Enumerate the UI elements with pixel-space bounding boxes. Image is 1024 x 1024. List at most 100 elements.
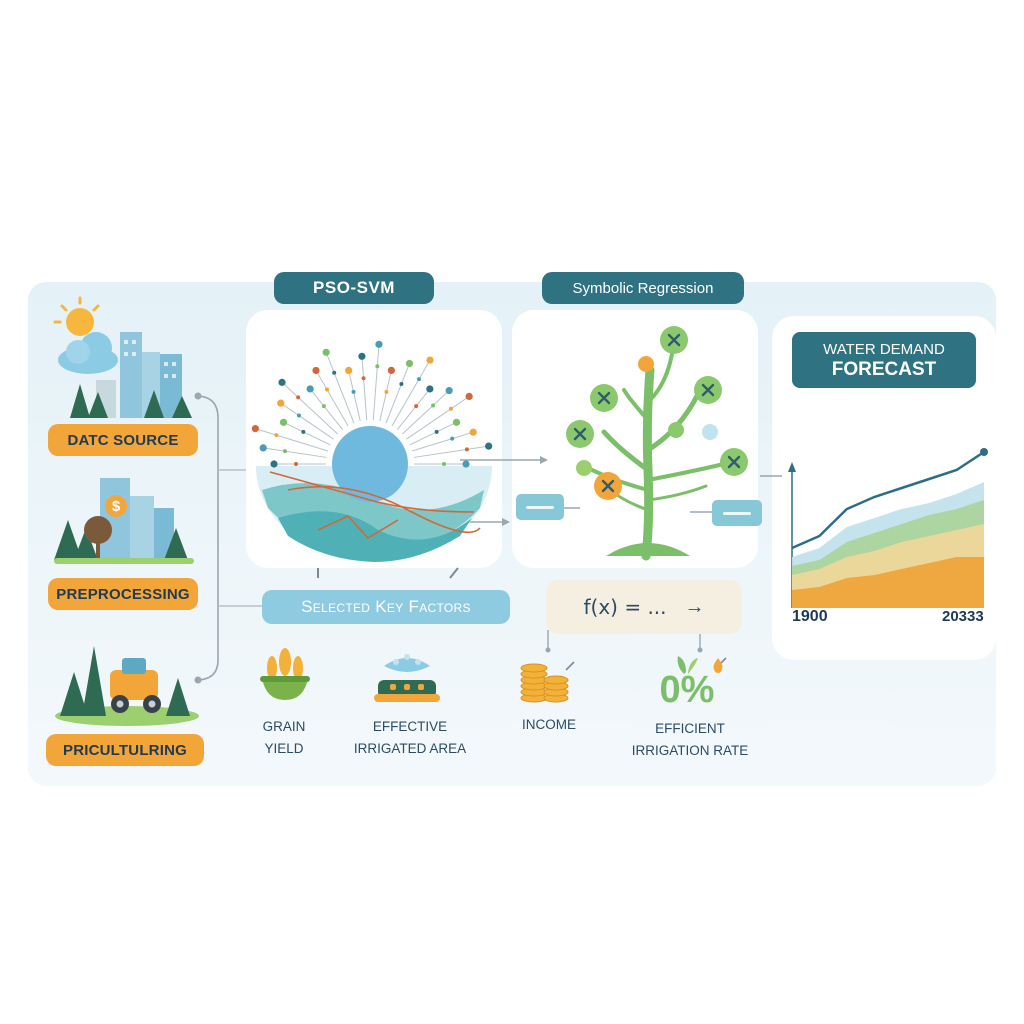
particle-dot bbox=[445, 386, 453, 395]
particle-dot bbox=[259, 444, 267, 452]
particle-dot bbox=[358, 352, 366, 360]
particle-dot bbox=[294, 462, 298, 466]
close-icon bbox=[701, 383, 715, 397]
close-icon bbox=[597, 391, 611, 405]
particle-ray bbox=[406, 395, 470, 440]
particle-dot bbox=[278, 378, 286, 386]
particle-dot bbox=[279, 418, 288, 426]
particle-dot bbox=[282, 449, 287, 454]
particle-dot bbox=[322, 348, 330, 356]
buildings-icon bbox=[96, 332, 182, 418]
tree-node bbox=[702, 424, 718, 440]
particle-ray bbox=[385, 363, 410, 424]
water-drop-icon bbox=[713, 658, 723, 673]
tree-node bbox=[668, 422, 684, 438]
particle-dot bbox=[345, 366, 353, 375]
particle-ray bbox=[361, 356, 368, 421]
close-icon bbox=[601, 479, 615, 493]
data-source-label: DATC SOURCE bbox=[48, 424, 198, 456]
particle-dot bbox=[384, 389, 389, 394]
particle-dot bbox=[251, 425, 259, 433]
particle-dot bbox=[469, 428, 477, 436]
forecast-header-line2: FORECAST bbox=[831, 358, 937, 380]
particle-dot bbox=[296, 413, 301, 418]
particle-dot bbox=[375, 364, 380, 369]
particle-dot bbox=[270, 460, 278, 468]
particle-ray bbox=[348, 370, 361, 422]
particle-dot bbox=[361, 376, 366, 381]
particle-ray bbox=[255, 428, 329, 452]
particle-dot bbox=[426, 385, 434, 393]
input-tag bbox=[516, 494, 564, 520]
close-icon bbox=[573, 427, 587, 441]
particle-dot bbox=[448, 406, 453, 411]
close-icon bbox=[667, 333, 681, 347]
particle-dot bbox=[442, 462, 446, 466]
grain-basket-icon bbox=[260, 648, 310, 700]
agriculture-label: PRICULTULRING bbox=[46, 734, 204, 766]
particle-dot bbox=[399, 381, 404, 386]
particle-ray bbox=[409, 421, 457, 446]
particle-ray bbox=[263, 447, 327, 458]
forecast-area-chart bbox=[788, 448, 988, 608]
particle-dot bbox=[301, 429, 306, 434]
particle-ray bbox=[325, 352, 355, 424]
particle-dot bbox=[351, 389, 356, 394]
particle-swarm-illustration bbox=[251, 340, 493, 562]
particle-dot bbox=[414, 404, 419, 409]
particle-ray bbox=[401, 390, 450, 435]
x-end-label: 20333 bbox=[942, 608, 984, 625]
particle-dot bbox=[274, 433, 279, 438]
particle-ray bbox=[283, 421, 331, 446]
x-start-label: 1900 bbox=[792, 608, 828, 625]
particle-ray bbox=[411, 431, 474, 452]
particle-dot bbox=[312, 366, 320, 375]
preprocessing-illustration: $ bbox=[54, 478, 194, 564]
formula-box: f(x) = ... → bbox=[546, 580, 742, 634]
particle-ray bbox=[281, 382, 339, 435]
particle-dot bbox=[306, 385, 314, 393]
particle-dot bbox=[431, 403, 436, 408]
tractor-icon bbox=[110, 658, 161, 713]
formula-arrow-icon: → bbox=[684, 595, 705, 618]
close-icon bbox=[727, 455, 741, 469]
tree-node bbox=[576, 460, 592, 476]
particle-dot bbox=[485, 442, 493, 450]
particle-dot bbox=[434, 429, 439, 434]
cloud-icon bbox=[58, 332, 118, 374]
particle-dot bbox=[325, 387, 329, 392]
forecast-header: WATER DEMAND FORECAST bbox=[792, 332, 976, 388]
tree-node bbox=[638, 356, 654, 372]
particle-dot bbox=[296, 395, 301, 400]
particle-ray bbox=[413, 445, 489, 458]
series-end-point bbox=[980, 448, 988, 456]
particle-ray bbox=[379, 370, 392, 422]
particle-dot bbox=[465, 392, 473, 401]
particle-dot bbox=[426, 356, 434, 364]
svg-text:$: $ bbox=[112, 498, 121, 515]
particle-dot bbox=[405, 359, 414, 368]
particle-dot bbox=[387, 366, 395, 375]
particle-dot bbox=[321, 404, 326, 409]
factor-income: INCOME bbox=[522, 717, 576, 732]
output-tag-lines bbox=[723, 511, 751, 515]
series-area bbox=[792, 557, 984, 608]
coins-icon bbox=[520, 663, 569, 703]
particle-dot bbox=[452, 418, 461, 426]
particle-dot bbox=[375, 340, 383, 348]
series-line bbox=[791, 450, 985, 550]
sprout-icon bbox=[677, 656, 698, 674]
forecast-header-line1: WATER DEMAND bbox=[823, 340, 945, 358]
irrigated-area-icon bbox=[374, 654, 440, 702]
percent-icon: 0% bbox=[659, 669, 715, 711]
particle-dot bbox=[277, 399, 285, 407]
particle-dot bbox=[462, 460, 470, 468]
particle-ray bbox=[280, 402, 334, 440]
preprocessing-label: PREPROCESSING bbox=[48, 578, 198, 610]
symbolic-regression-header: Symbolic Regression bbox=[542, 272, 744, 304]
pso-svm-header: PSO-SVM bbox=[274, 272, 434, 304]
particle-ray bbox=[397, 388, 431, 430]
